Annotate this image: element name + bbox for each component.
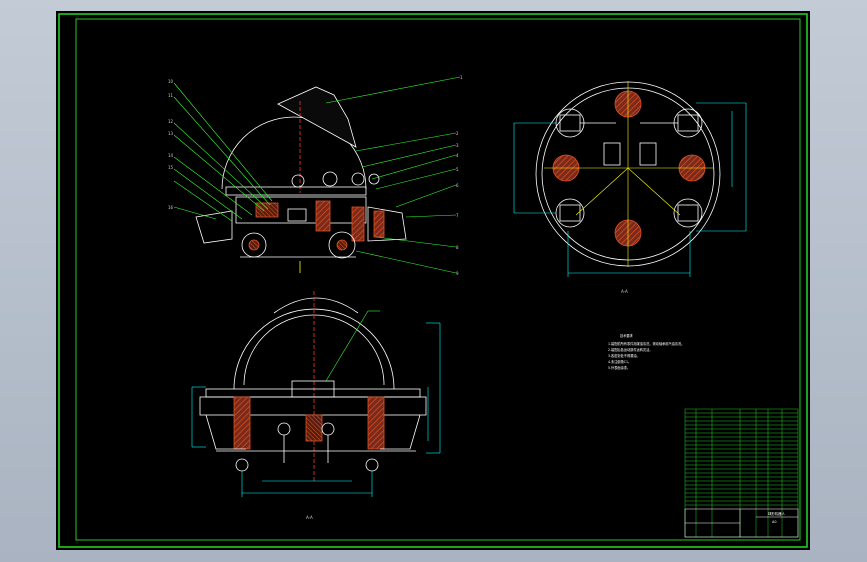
balloon-14: 14 [168,153,174,158]
balloon-5: 5 [456,167,459,172]
balloon-2: 2 [456,131,459,136]
plan-view-dimensions [513,102,747,277]
front-section-dimensions [191,322,441,497]
tech-req-item-2: 2.装配后各运动部件运转灵活。 [608,347,652,352]
drawing-sheet[interactable]: 1 2 3 4 5 6 7 8 9 10 11 12 13 14 15 16 [56,11,810,550]
tech-req-item-4: 4.未注倒角C1。 [608,359,631,364]
plan-view[interactable] [535,81,721,267]
title-block[interactable] [684,408,799,538]
balloon-13: 13 [168,131,174,136]
balloon-9: 9 [456,271,459,276]
balloon-8: 8 [456,245,459,250]
front-section-leaders [325,310,380,382]
side-view-balloons: 1 2 3 4 5 6 7 8 9 10 11 12 13 14 15 16 [168,75,463,276]
balloon-16: 16 [168,205,174,210]
balloon-6: 6 [456,183,459,188]
side-view-leaders [173,76,461,274]
bom-rows [685,412,798,506]
inner-frame [75,18,801,541]
title-block-drawing-no: A0 [772,520,776,524]
tech-req-item-3: 3.各密封处不得漏油。 [608,353,640,358]
title-block-name: 球形机器人 [768,511,786,516]
front-section-view[interactable] [199,291,427,481]
technical-requirements: 技术要求 1.装配前所有零件用煤油清洗，滚动轴承用汽油清洗。 2.装配后各运动部… [608,333,684,370]
balloon-1: 1 [460,75,463,80]
plan-view-caption: A-A [621,289,628,294]
balloon-15: 15 [168,165,174,170]
balloon-4: 4 [456,153,459,158]
tech-req-item-1: 1.装配前所有零件用煤油清洗，滚动轴承用汽油清洗。 [608,341,684,346]
balloon-12: 12 [168,119,174,124]
outer-frame [58,13,808,548]
tech-req-title: 技术要求 [620,333,634,338]
drawing-canvas[interactable]: 1 2 3 4 5 6 7 8 9 10 11 12 13 14 15 16 [56,11,810,550]
balloon-7: 7 [456,213,459,218]
balloon-3: 3 [456,143,459,148]
tech-req-item-5: 5.外表面涂漆。 [608,365,630,370]
front-section-caption: A-A [306,515,313,520]
balloon-10: 10 [168,79,174,84]
balloon-11: 11 [168,93,174,98]
